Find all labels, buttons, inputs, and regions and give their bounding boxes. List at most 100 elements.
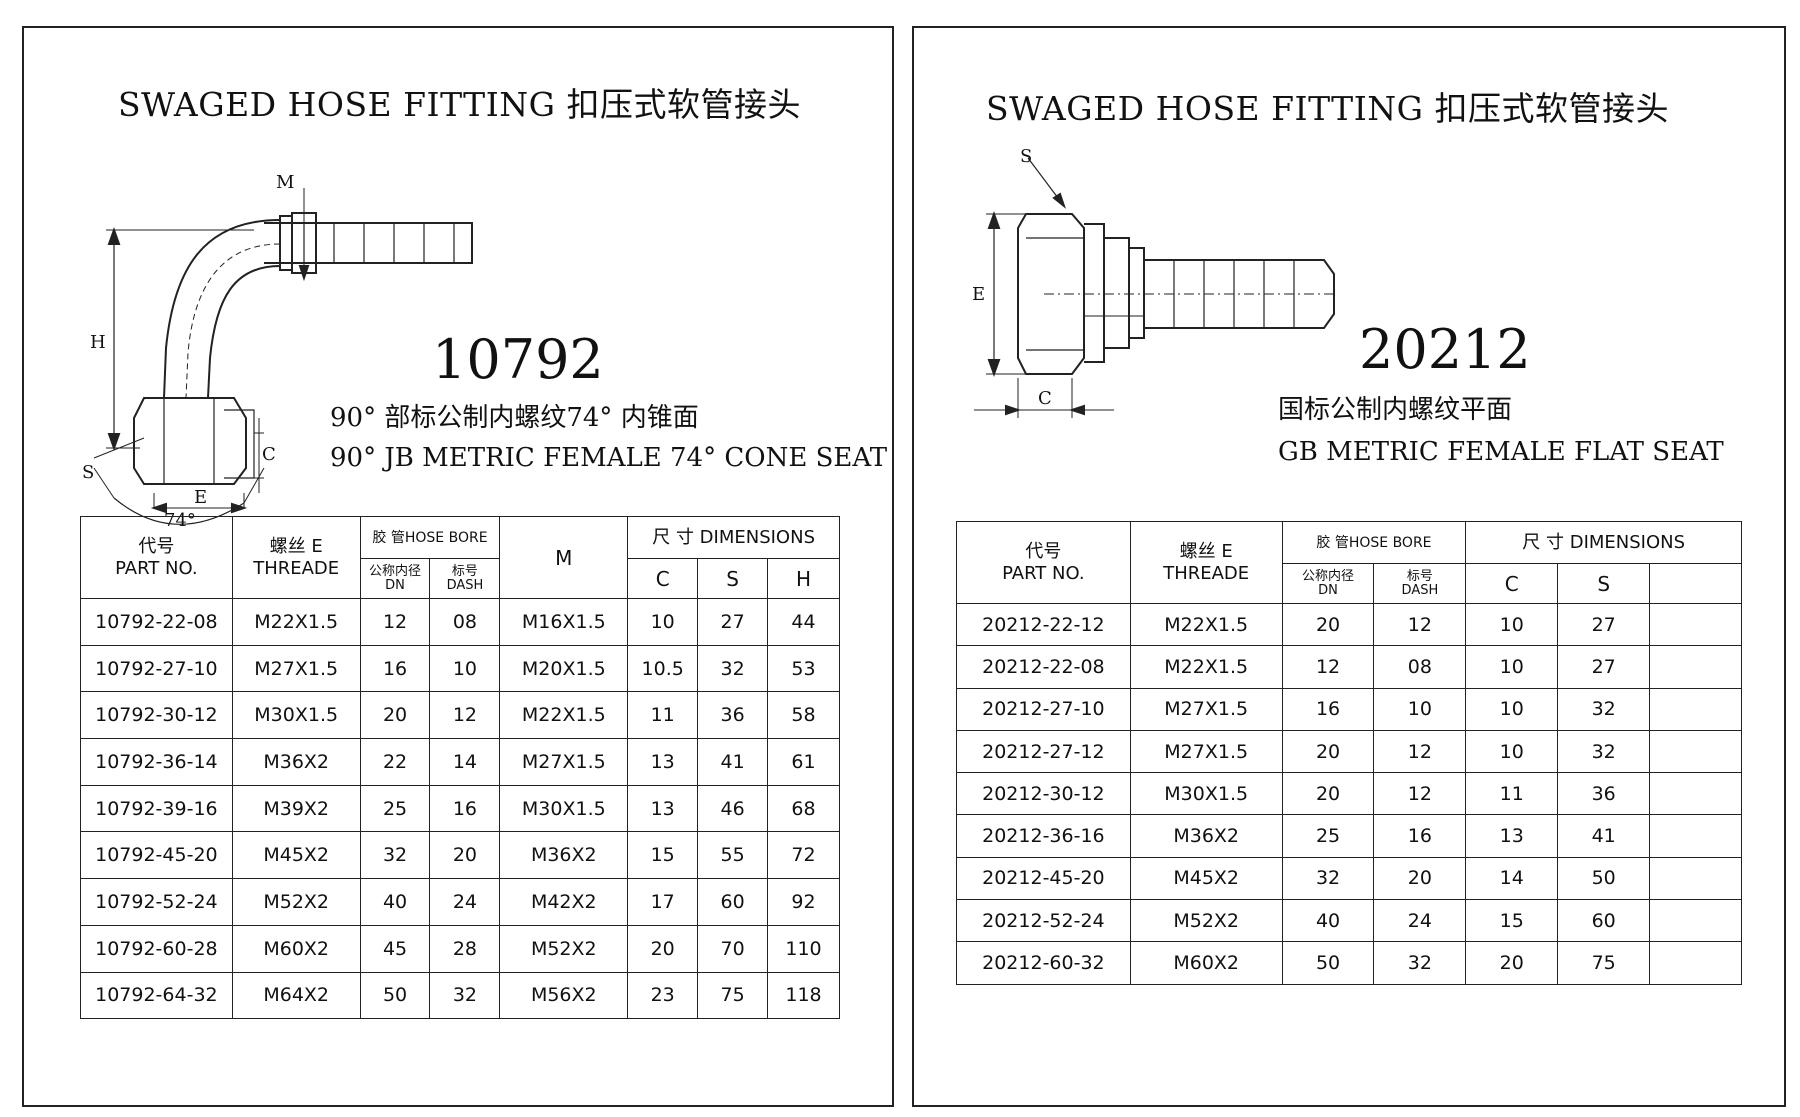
table-cell: 46 (697, 784, 769, 833)
table-cell: 20 (429, 831, 501, 880)
header-hose-bore: 胶 管HOSE BORE (359, 516, 501, 559)
sheet-heading: SWAGED HOSE FITTING 扣压式软管接头 (118, 85, 801, 124)
header-empty (1649, 563, 1742, 604)
table-cell: 36 (1557, 772, 1651, 816)
table-cell: M27X1.5 (1129, 687, 1283, 731)
table-cell: 92 (767, 878, 840, 926)
elbow-fitting-diagram: M H S C E 74° (82, 172, 473, 528)
table-cell: 20212-30-12 (956, 772, 1131, 816)
table-cell: 14 (1465, 856, 1559, 901)
table-cell: 16 (429, 784, 501, 833)
table-cell: 15 (1465, 899, 1559, 943)
header-dimensions: 尺 寸 DIMENSIONS (627, 516, 840, 559)
table-cell: 20 (1465, 941, 1559, 985)
table-cell: 12 (1373, 602, 1467, 647)
table-cell: 11 (1465, 772, 1559, 816)
table-cell: 118 (767, 971, 840, 1020)
label-e: E (194, 487, 207, 508)
table-cell: 12 (1373, 729, 1467, 774)
table-cell: 32 (697, 644, 769, 693)
table-cell: 41 (1557, 814, 1651, 858)
table-cell: 20212-36-16 (956, 814, 1131, 858)
table-cell: 10792-52-24 (80, 878, 233, 926)
table-cell: 36 (697, 691, 769, 740)
table-cell-empty (1649, 856, 1742, 901)
table-cell: 50 (1557, 856, 1651, 901)
label-c: C (1038, 388, 1052, 409)
table-cell: 14 (429, 738, 501, 786)
table-cell: 75 (1557, 941, 1651, 985)
table-cell: M22X1.5 (231, 598, 361, 646)
table-cell: 10792-39-16 (80, 784, 233, 833)
table-cell: M22X1.5 (1129, 645, 1283, 689)
table-cell: 10 (1465, 602, 1559, 647)
table-cell: 13 (1465, 814, 1559, 858)
description-english: 90° JB METRIC FEMALE 74° CONE SEAT (330, 443, 888, 473)
table-cell: 24 (429, 878, 501, 926)
table-cell: 27 (1557, 645, 1651, 689)
table-cell: 08 (429, 598, 501, 646)
table-cell: 11 (627, 691, 699, 740)
table-cell: 10792-45-20 (80, 831, 233, 880)
table-cell: M30X1.5 (499, 784, 629, 833)
table-cell: 25 (1281, 814, 1375, 858)
header-part-no: 代号 PART NO. (80, 516, 233, 599)
table-cell: 72 (767, 831, 840, 880)
table-cell: M30X1.5 (1129, 772, 1283, 816)
header-dimensions: 尺 寸 DIMENSIONS (1465, 521, 1742, 564)
table-cell-empty (1649, 687, 1742, 731)
table-cell: M52X2 (499, 924, 629, 973)
table-cell: 10 (1373, 687, 1467, 731)
table-cell: 23 (627, 971, 699, 1020)
table-cell: M60X2 (1129, 941, 1283, 985)
table-cell: 32 (1373, 941, 1467, 985)
header-c: C (627, 558, 699, 599)
table-cell: 20 (1373, 856, 1467, 901)
table-cell: M64X2 (231, 971, 361, 1020)
table-cell: 32 (1557, 687, 1651, 731)
spec-sheet-10792: SWAGED HOSE FITTING 扣压式软管接头 (22, 26, 894, 1107)
table-cell: 13 (627, 784, 699, 833)
table-cell: M52X2 (231, 878, 361, 926)
table-cell: 32 (429, 971, 501, 1020)
table-cell: M27X1.5 (1129, 729, 1283, 774)
table-cell: M27X1.5 (499, 738, 629, 786)
table-cell: 20212-45-20 (956, 856, 1131, 901)
table-cell: 27 (697, 598, 769, 646)
header-s: S (1557, 563, 1651, 604)
table-cell: 32 (1557, 729, 1651, 774)
table-cell: 20 (1281, 772, 1375, 816)
table-cell: 16 (1373, 814, 1467, 858)
table-cell: M52X2 (1129, 899, 1283, 943)
description-chinese: 国标公制内螺纹平面 (1278, 395, 1513, 425)
table-cell: 60 (697, 878, 769, 926)
table-cell: 10792-22-08 (80, 598, 233, 646)
description-english: GB METRIC FEMALE FLAT SEAT (1278, 437, 1724, 467)
table-cell: M16X1.5 (499, 598, 629, 646)
label-m: M (276, 172, 294, 193)
table-cell: 20 (1281, 602, 1375, 647)
table-cell: 17 (627, 878, 699, 926)
header-thread: 螺丝 E THREADE (1129, 521, 1283, 604)
table-cell: 20212-60-32 (956, 941, 1131, 985)
table-cell: 20212-22-12 (956, 602, 1131, 647)
table-cell: 10792-64-32 (80, 971, 233, 1020)
description-chinese: 90° 部标公制内螺纹74° 内锥面 (330, 403, 699, 433)
table-cell: 20 (627, 924, 699, 973)
table-cell: 32 (359, 831, 431, 880)
table-cell: M20X1.5 (499, 644, 629, 693)
table-cell: M45X2 (231, 831, 361, 880)
table-cell: 32 (1281, 856, 1375, 901)
table-cell-empty (1649, 899, 1742, 943)
table-cell: 10.5 (627, 644, 699, 693)
table-cell: 20212-22-08 (956, 645, 1131, 689)
fitting-drawing-elbow: M H S C E 74° (54, 148, 524, 528)
